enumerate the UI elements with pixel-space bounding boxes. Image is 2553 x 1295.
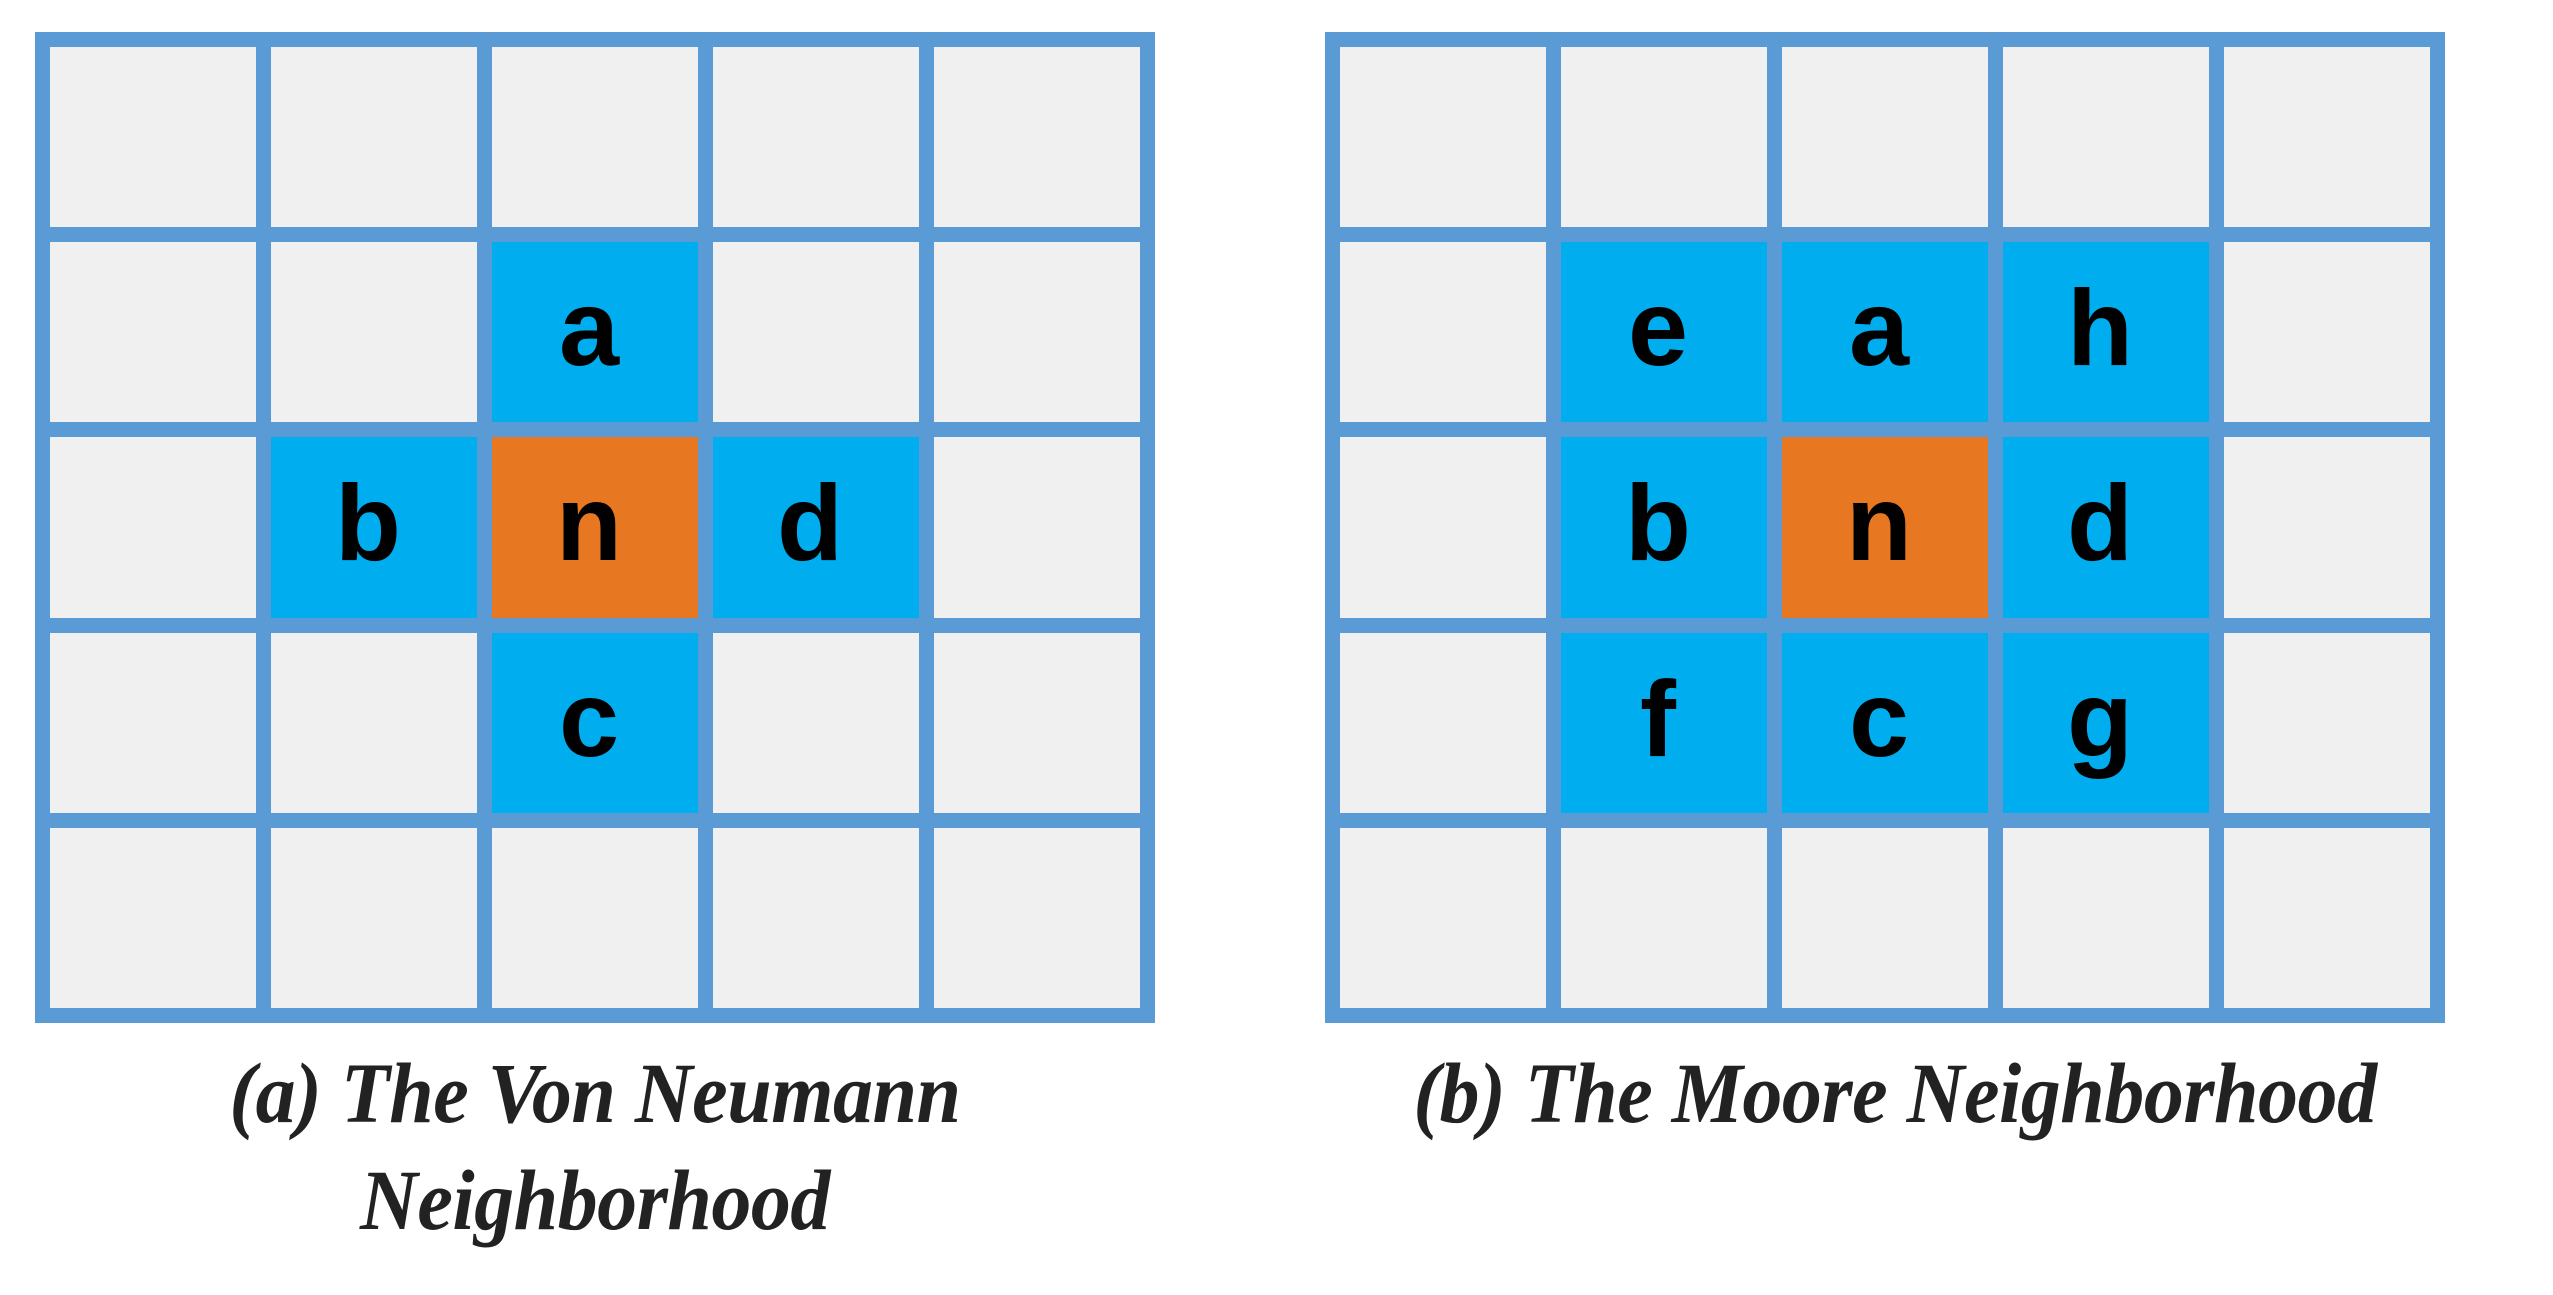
grid-cell-empty[interactable]: [50, 827, 256, 1008]
grid-cell-empty[interactable]: [1782, 47, 1988, 228]
grid-cell-empty[interactable]: [2224, 242, 2430, 423]
grid-cell-empty[interactable]: [50, 632, 256, 813]
grid-cell-empty[interactable]: [1340, 242, 1546, 423]
grid-cell-empty[interactable]: [2224, 47, 2430, 228]
grid-cell-empty[interactable]: [1340, 632, 1546, 813]
grid-cell-d[interactable]: d: [713, 437, 919, 618]
grid-cell-a[interactable]: a: [1782, 242, 1988, 423]
cell-label: b: [335, 462, 401, 584]
cell-label: c: [1848, 657, 1910, 779]
grid-cell-f[interactable]: f: [1561, 632, 1767, 813]
cell-label: d: [2067, 462, 2133, 584]
grid-cell-empty[interactable]: [492, 47, 698, 228]
grid-cell-empty[interactable]: [2003, 827, 2209, 1008]
cell-label: e: [1627, 267, 1689, 389]
cell-label: h: [2067, 267, 2133, 389]
grid-cell-empty[interactable]: [934, 632, 1140, 813]
panel-caption-moore: (b) The Moore Neighborhood: [1413, 1045, 2377, 1141]
grid-cell-empty[interactable]: [1561, 47, 1767, 228]
grid-cell-b[interactable]: b: [1561, 437, 1767, 618]
grid-cell-empty[interactable]: [1340, 47, 1546, 228]
grid-cell-empty[interactable]: [713, 632, 919, 813]
cell-label: f: [1640, 657, 1676, 779]
grid-cell-c[interactable]: c: [492, 632, 698, 813]
grid-cell-empty[interactable]: [713, 47, 919, 228]
grid-cell-c[interactable]: c: [1782, 632, 1988, 813]
grid-cell-empty[interactable]: [934, 47, 1140, 228]
grid-cell-h[interactable]: h: [2003, 242, 2209, 423]
cell-grid-moore: e a h b n d f c g: [1325, 32, 2445, 1023]
cell-label: d: [777, 462, 843, 584]
grid-cell-empty[interactable]: [50, 437, 256, 618]
cell-grid-von-neumann: a b n d c: [35, 32, 1155, 1023]
cell-label: n: [1846, 462, 1912, 584]
grid-cell-empty[interactable]: [934, 437, 1140, 618]
grid-cell-a[interactable]: a: [492, 242, 698, 423]
cell-label: a: [1848, 267, 1910, 389]
grid-cell-empty[interactable]: [2224, 632, 2430, 813]
cell-label: c: [558, 657, 620, 779]
grid-cell-empty[interactable]: [2224, 827, 2430, 1008]
grid-cell-empty[interactable]: [713, 242, 919, 423]
grid-cell-b[interactable]: b: [271, 437, 477, 618]
grid-cell-empty[interactable]: [2003, 47, 2209, 228]
cell-label: a: [558, 267, 620, 389]
grid-cell-empty[interactable]: [271, 47, 477, 228]
grid-cell-empty[interactable]: [1340, 827, 1546, 1008]
grid-cell-empty[interactable]: [50, 242, 256, 423]
cell-label: g: [2067, 657, 2133, 779]
grid-cell-empty[interactable]: [934, 827, 1140, 1008]
grid-cell-empty[interactable]: [1561, 827, 1767, 1008]
cell-label: n: [556, 462, 622, 584]
grid-cell-g[interactable]: g: [2003, 632, 2209, 813]
grid-cell-empty[interactable]: [271, 827, 477, 1008]
grid-cell-n[interactable]: n: [492, 437, 698, 618]
grid-cell-d[interactable]: d: [2003, 437, 2209, 618]
grid-cell-empty[interactable]: [1782, 827, 1988, 1008]
grid-cell-empty[interactable]: [713, 827, 919, 1008]
grid-cell-empty[interactable]: [492, 827, 698, 1008]
grid-cell-e[interactable]: e: [1561, 242, 1767, 423]
cell-label: b: [1625, 462, 1691, 584]
grid-cell-empty[interactable]: [271, 632, 477, 813]
grid-cell-empty[interactable]: [1340, 437, 1546, 618]
panel-caption-von-neumann: (a) The Von Neumann Neighborhood: [229, 1045, 961, 1248]
grid-cell-empty[interactable]: [271, 242, 477, 423]
grid-cell-empty[interactable]: [934, 242, 1140, 423]
grid-cell-empty[interactable]: [2224, 437, 2430, 618]
grid-cell-n[interactable]: n: [1782, 437, 1988, 618]
grid-cell-empty[interactable]: [50, 47, 256, 228]
